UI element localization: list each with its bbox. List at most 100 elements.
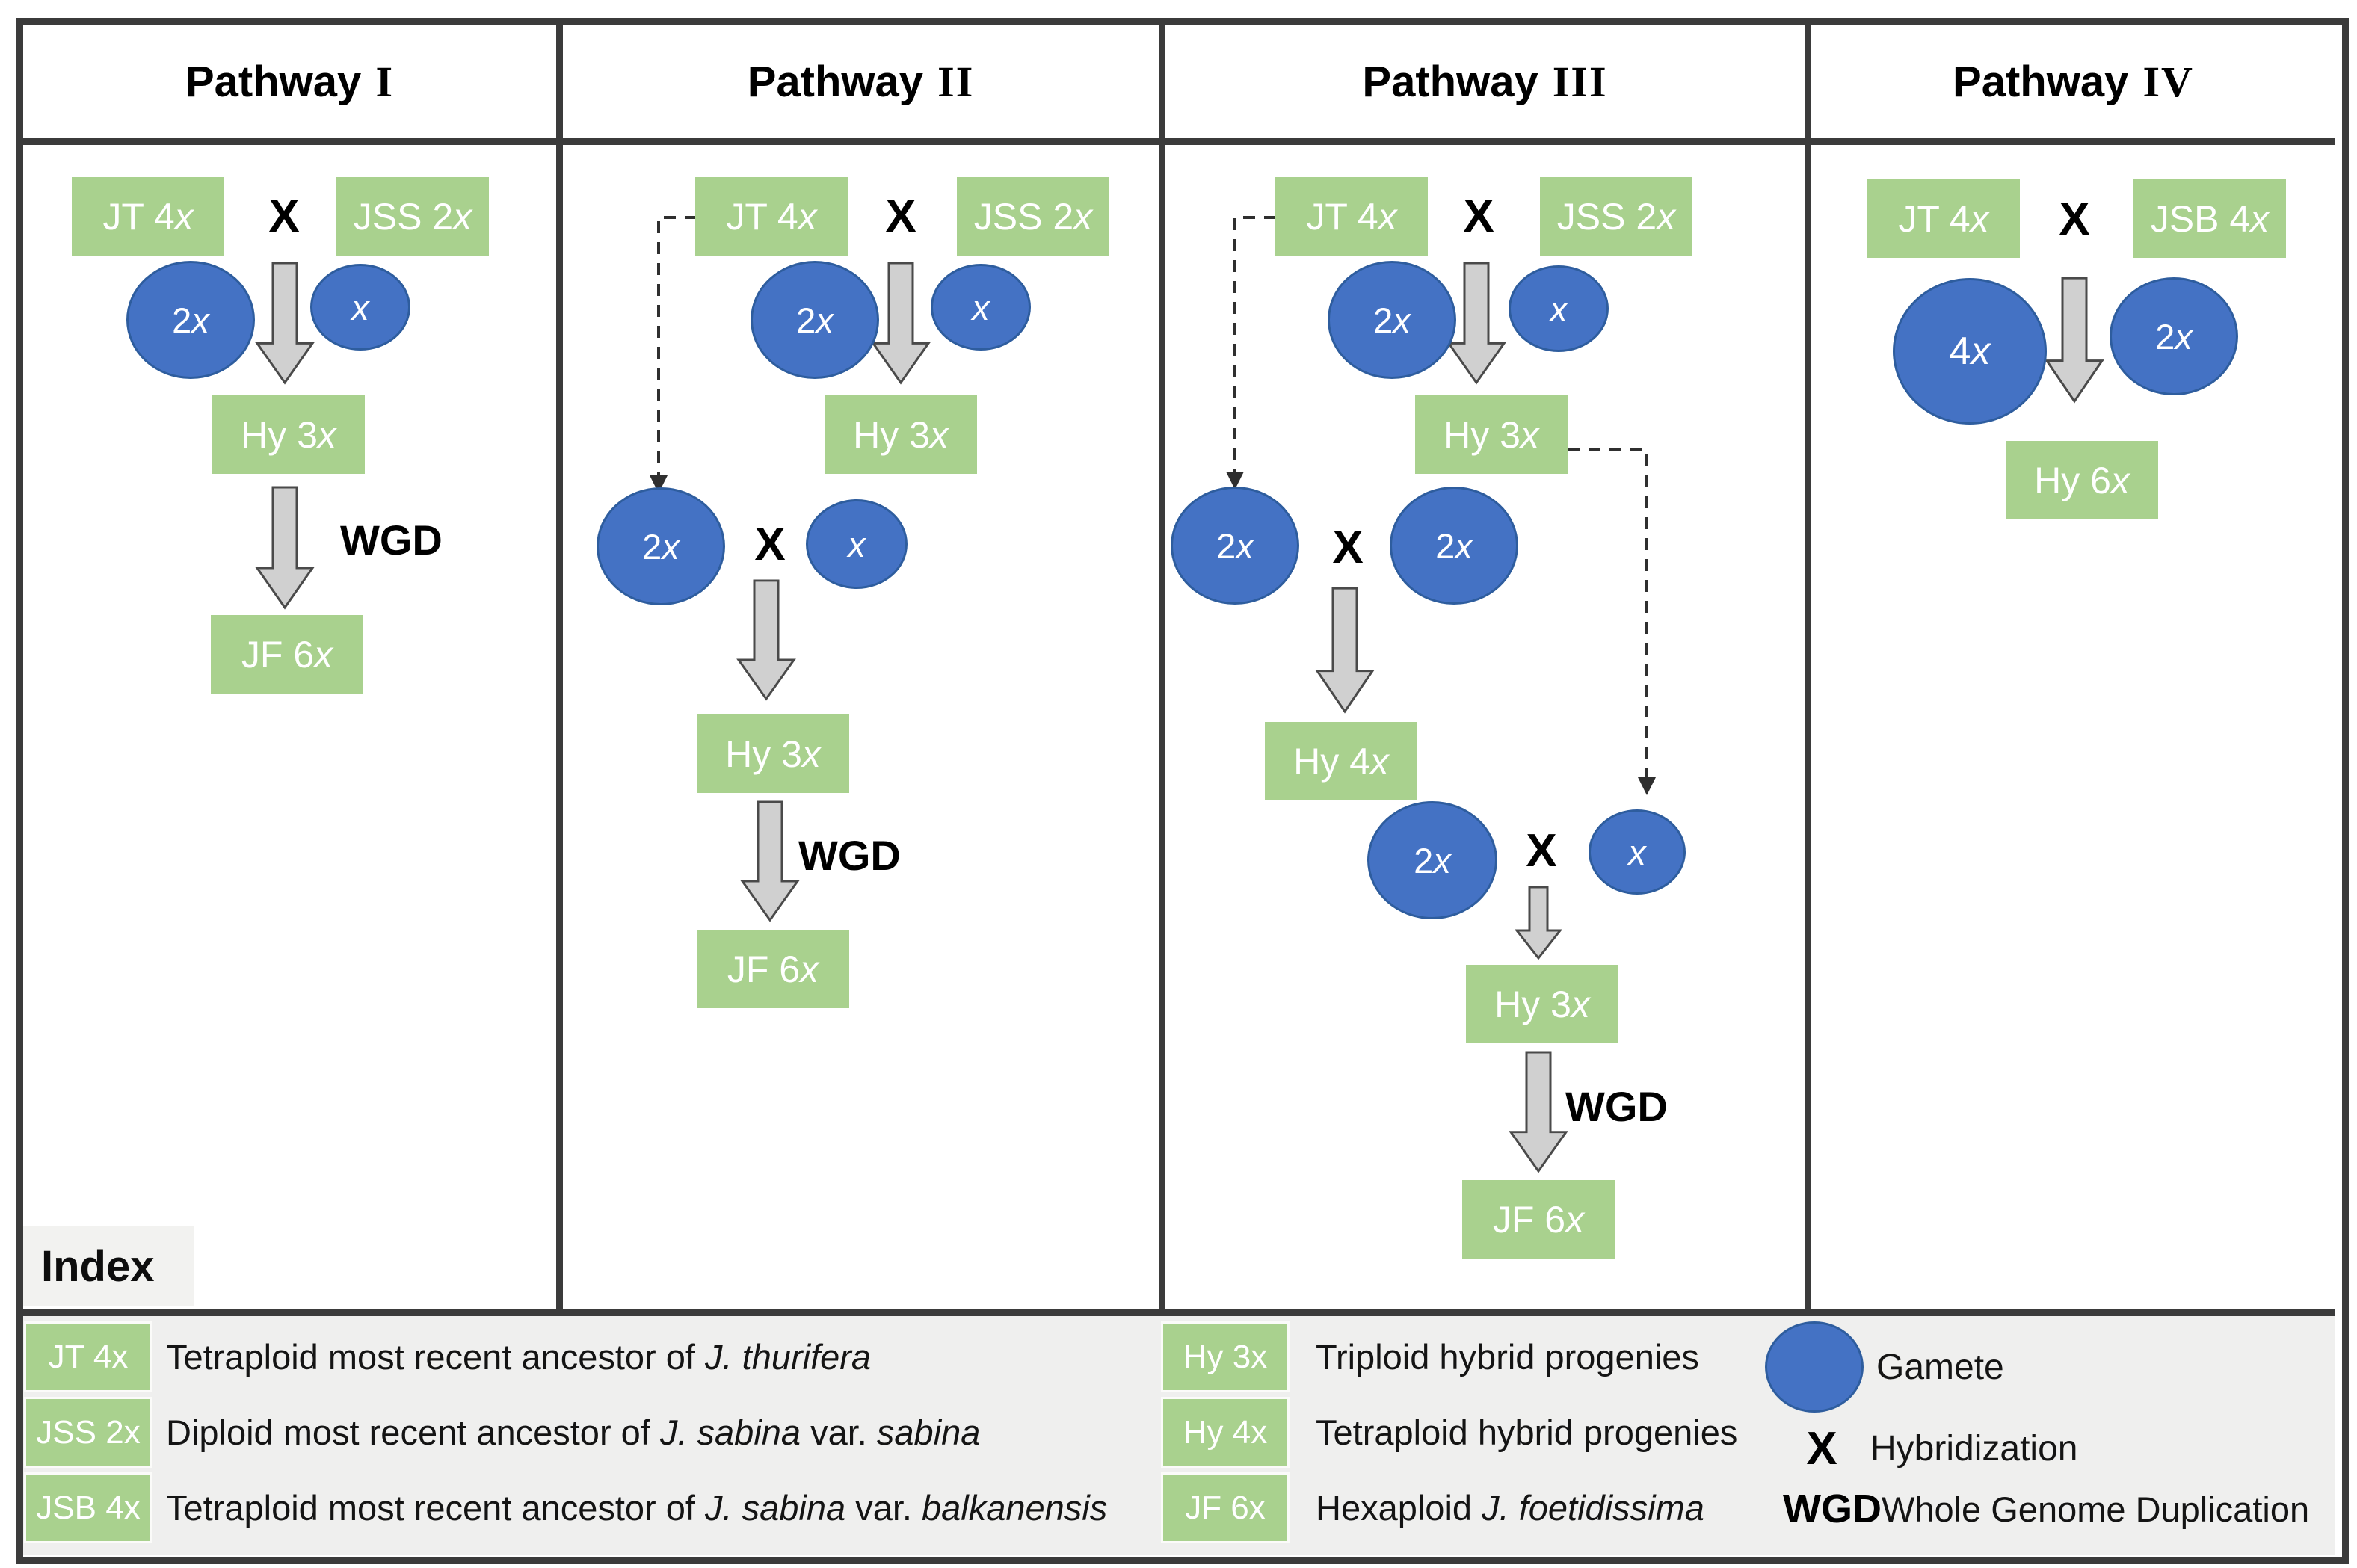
wgd-label-p2: WGD bbox=[798, 832, 901, 879]
chip-label: Hy 4 bbox=[1183, 1413, 1251, 1451]
node-label: Hy 3 bbox=[241, 413, 318, 456]
header-word: Pathway bbox=[1362, 57, 1538, 106]
dashed-connector-p2-jt-to-gamete bbox=[657, 216, 697, 477]
node-label: Hy 3 bbox=[725, 732, 802, 775]
desc-text: var. bbox=[801, 1413, 877, 1452]
desc-text: Tetraploid most recent ancestor of bbox=[166, 1337, 706, 1377]
column-divider-1 bbox=[556, 18, 563, 1315]
arrow-p4-cross1 bbox=[2045, 277, 2104, 404]
node-label-x: x bbox=[1378, 195, 1397, 238]
node-label-x: x bbox=[1520, 413, 1539, 456]
gamete-label-x: x bbox=[2175, 316, 2193, 356]
desc-text: Hexaploid bbox=[1316, 1488, 1482, 1528]
node-label-x: x bbox=[800, 948, 819, 990]
wgd-label-p1: WGD bbox=[340, 516, 443, 564]
chip-label-x: x bbox=[111, 1338, 129, 1375]
desc-text: var. bbox=[845, 1488, 922, 1528]
node-label-x: x bbox=[929, 413, 949, 456]
gamete-p3-x-c: x bbox=[1589, 809, 1686, 895]
node-label-x: x bbox=[1657, 195, 1676, 238]
dashed-arrowhead-p3-left bbox=[1226, 472, 1244, 490]
gamete-label-x: x bbox=[1433, 840, 1451, 880]
chip-label-x: x bbox=[1251, 1413, 1268, 1451]
desc-italic: J. thurifera bbox=[705, 1337, 872, 1377]
index-title: Index bbox=[23, 1226, 194, 1306]
node-label-x: x bbox=[1073, 195, 1093, 238]
desc-italic: sabina bbox=[876, 1413, 981, 1452]
header-pathway-2: Pathway II bbox=[563, 25, 1159, 138]
header-pathway-1: Pathway I bbox=[23, 25, 556, 138]
header-numeral: IV bbox=[2142, 57, 2194, 106]
arrow-p2-wgd bbox=[740, 800, 800, 922]
node-label-x: x bbox=[2110, 459, 2130, 501]
gamete-p1-x: x bbox=[310, 264, 410, 351]
dashed-connector-p3-jt-to-gamete bbox=[1233, 216, 1276, 473]
gamete-label-x: x bbox=[1971, 330, 1991, 373]
gamete-label-x: x bbox=[1628, 832, 1646, 872]
gamete-label: 2 bbox=[796, 300, 816, 340]
gamete-label: 2 bbox=[172, 300, 192, 340]
cross-p2-1: X bbox=[885, 190, 916, 242]
node-label: Hy 6 bbox=[2034, 459, 2111, 501]
chip-label: JSB 4 bbox=[36, 1489, 124, 1526]
legend-desc-hy3x: Triploid hybrid progenies bbox=[1316, 1321, 1699, 1392]
node-label: Hy 4 bbox=[1293, 740, 1370, 783]
header-pathway-4: Pathway IV bbox=[1811, 25, 2335, 138]
legend-hybridization-label: Hybridization bbox=[1870, 1428, 2078, 1469]
desc-italic: J. foetidissima bbox=[1482, 1488, 1704, 1528]
node-label: JF 6 bbox=[1492, 1198, 1566, 1241]
gamete-p2-x-b: x bbox=[806, 499, 908, 589]
node-label-x: x bbox=[314, 633, 333, 676]
gamete-label-x: x bbox=[191, 300, 209, 340]
node-label-x: x bbox=[2250, 197, 2270, 240]
node-label: JSB 4 bbox=[2150, 197, 2251, 240]
dashed-connector-p3-hy3-to-gamete bbox=[1568, 448, 1648, 779]
node-label-x: x bbox=[317, 413, 336, 456]
legend-desc-jf6x: Hexaploid J. foetidissima bbox=[1316, 1472, 1704, 1543]
dashed-arrowhead-p2 bbox=[650, 475, 668, 493]
chip-label: JT 4 bbox=[48, 1338, 112, 1375]
gamete-label-x: x bbox=[848, 524, 866, 564]
node-label-x: x bbox=[1571, 983, 1590, 1025]
gamete-label-x: x bbox=[351, 287, 369, 327]
desc-italic: J. sabina bbox=[659, 1413, 801, 1452]
gamete-label-x: x bbox=[816, 300, 834, 340]
header-numeral: III bbox=[1552, 57, 1608, 106]
header-word: Pathway bbox=[1953, 57, 2129, 106]
column-divider-3 bbox=[1805, 18, 1811, 1315]
desc-italic: J. sabina bbox=[705, 1488, 846, 1528]
legend-wgd-desc: Whole Genome Duplication bbox=[1881, 1489, 2310, 1529]
node-label: Hy 3 bbox=[853, 413, 930, 456]
node-label: Hy 3 bbox=[1494, 983, 1571, 1025]
column-divider-2 bbox=[1159, 18, 1165, 1315]
cross-p2-2: X bbox=[754, 518, 786, 570]
arrow-p1-cross1 bbox=[255, 262, 315, 385]
cross-p3-3: X bbox=[1526, 824, 1557, 877]
node-label: JF 6 bbox=[241, 633, 315, 676]
chip-label: JSS 2 bbox=[36, 1413, 124, 1451]
node-label: JT 4 bbox=[102, 195, 175, 238]
gamete-label-x: x bbox=[1455, 525, 1473, 566]
node-label-x: x bbox=[453, 195, 472, 238]
gamete-p2-x-a: x bbox=[931, 264, 1031, 351]
